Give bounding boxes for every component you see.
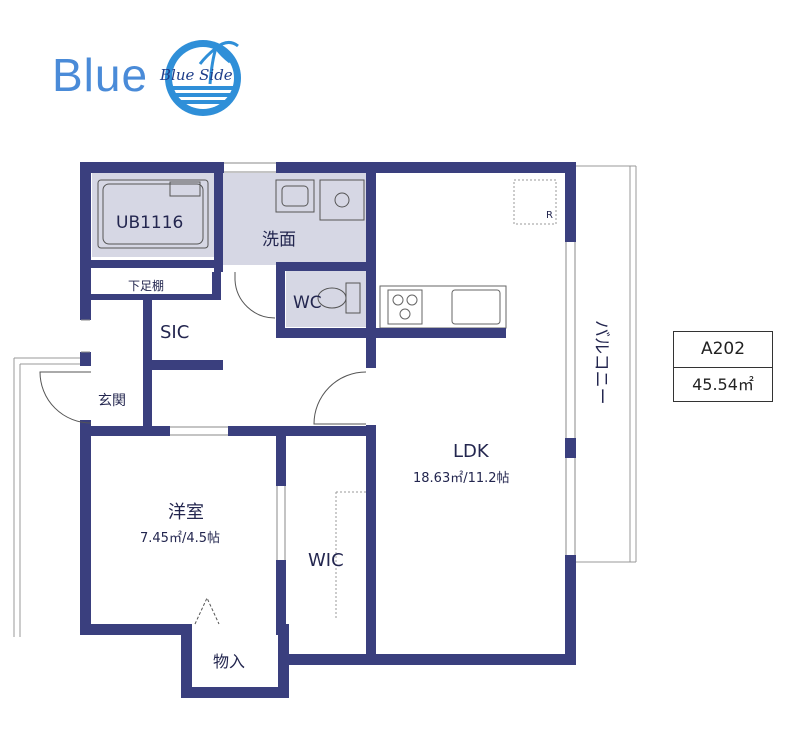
- wc-area: [286, 271, 368, 327]
- balcony: [575, 165, 637, 563]
- fridge-mark: R: [546, 210, 553, 221]
- bathtub-icon: [97, 179, 209, 249]
- bath-area: [92, 173, 215, 257]
- palm-logo-icon: Blue Side: [159, 40, 241, 116]
- washroom-label: 洗面: [262, 230, 296, 250]
- porch-rail: [13, 357, 80, 637]
- unit-number: A202: [674, 332, 772, 368]
- ldk-area: 18.63㎡/11.2帖: [413, 471, 510, 486]
- sic-label: SIC: [160, 322, 189, 343]
- entrance-label: 玄関: [98, 392, 126, 409]
- kitchen-counter: [379, 285, 507, 329]
- storage-label: 物入: [213, 652, 245, 671]
- western-room-label: 洋室: [168, 502, 204, 523]
- unit-area: 45.54㎡: [692, 375, 754, 394]
- balcony-label: バルコニー: [591, 320, 611, 405]
- western-room-area: 7.45㎡/4.5帖: [140, 531, 220, 546]
- bath-label: UB1116: [116, 213, 183, 233]
- sink-icon: [275, 179, 365, 221]
- wic-shelf: [335, 491, 368, 620]
- doors: [39, 272, 367, 625]
- toilet-icon: [317, 282, 361, 314]
- logo-script-text: Blue Side: [159, 66, 233, 84]
- unit-info-box: A202 45.54㎡: [673, 331, 773, 402]
- walls: [80, 162, 576, 698]
- windows: [81, 162, 576, 560]
- shelf-label: 下足棚: [128, 278, 164, 293]
- wc-label: WC: [293, 293, 322, 313]
- washroom-area: [222, 173, 370, 265]
- ldk-label: LDK: [453, 441, 490, 462]
- fridge-space: [513, 179, 557, 225]
- brand-logo-text: Blue: [52, 49, 149, 101]
- wic-label: WIC: [308, 550, 344, 571]
